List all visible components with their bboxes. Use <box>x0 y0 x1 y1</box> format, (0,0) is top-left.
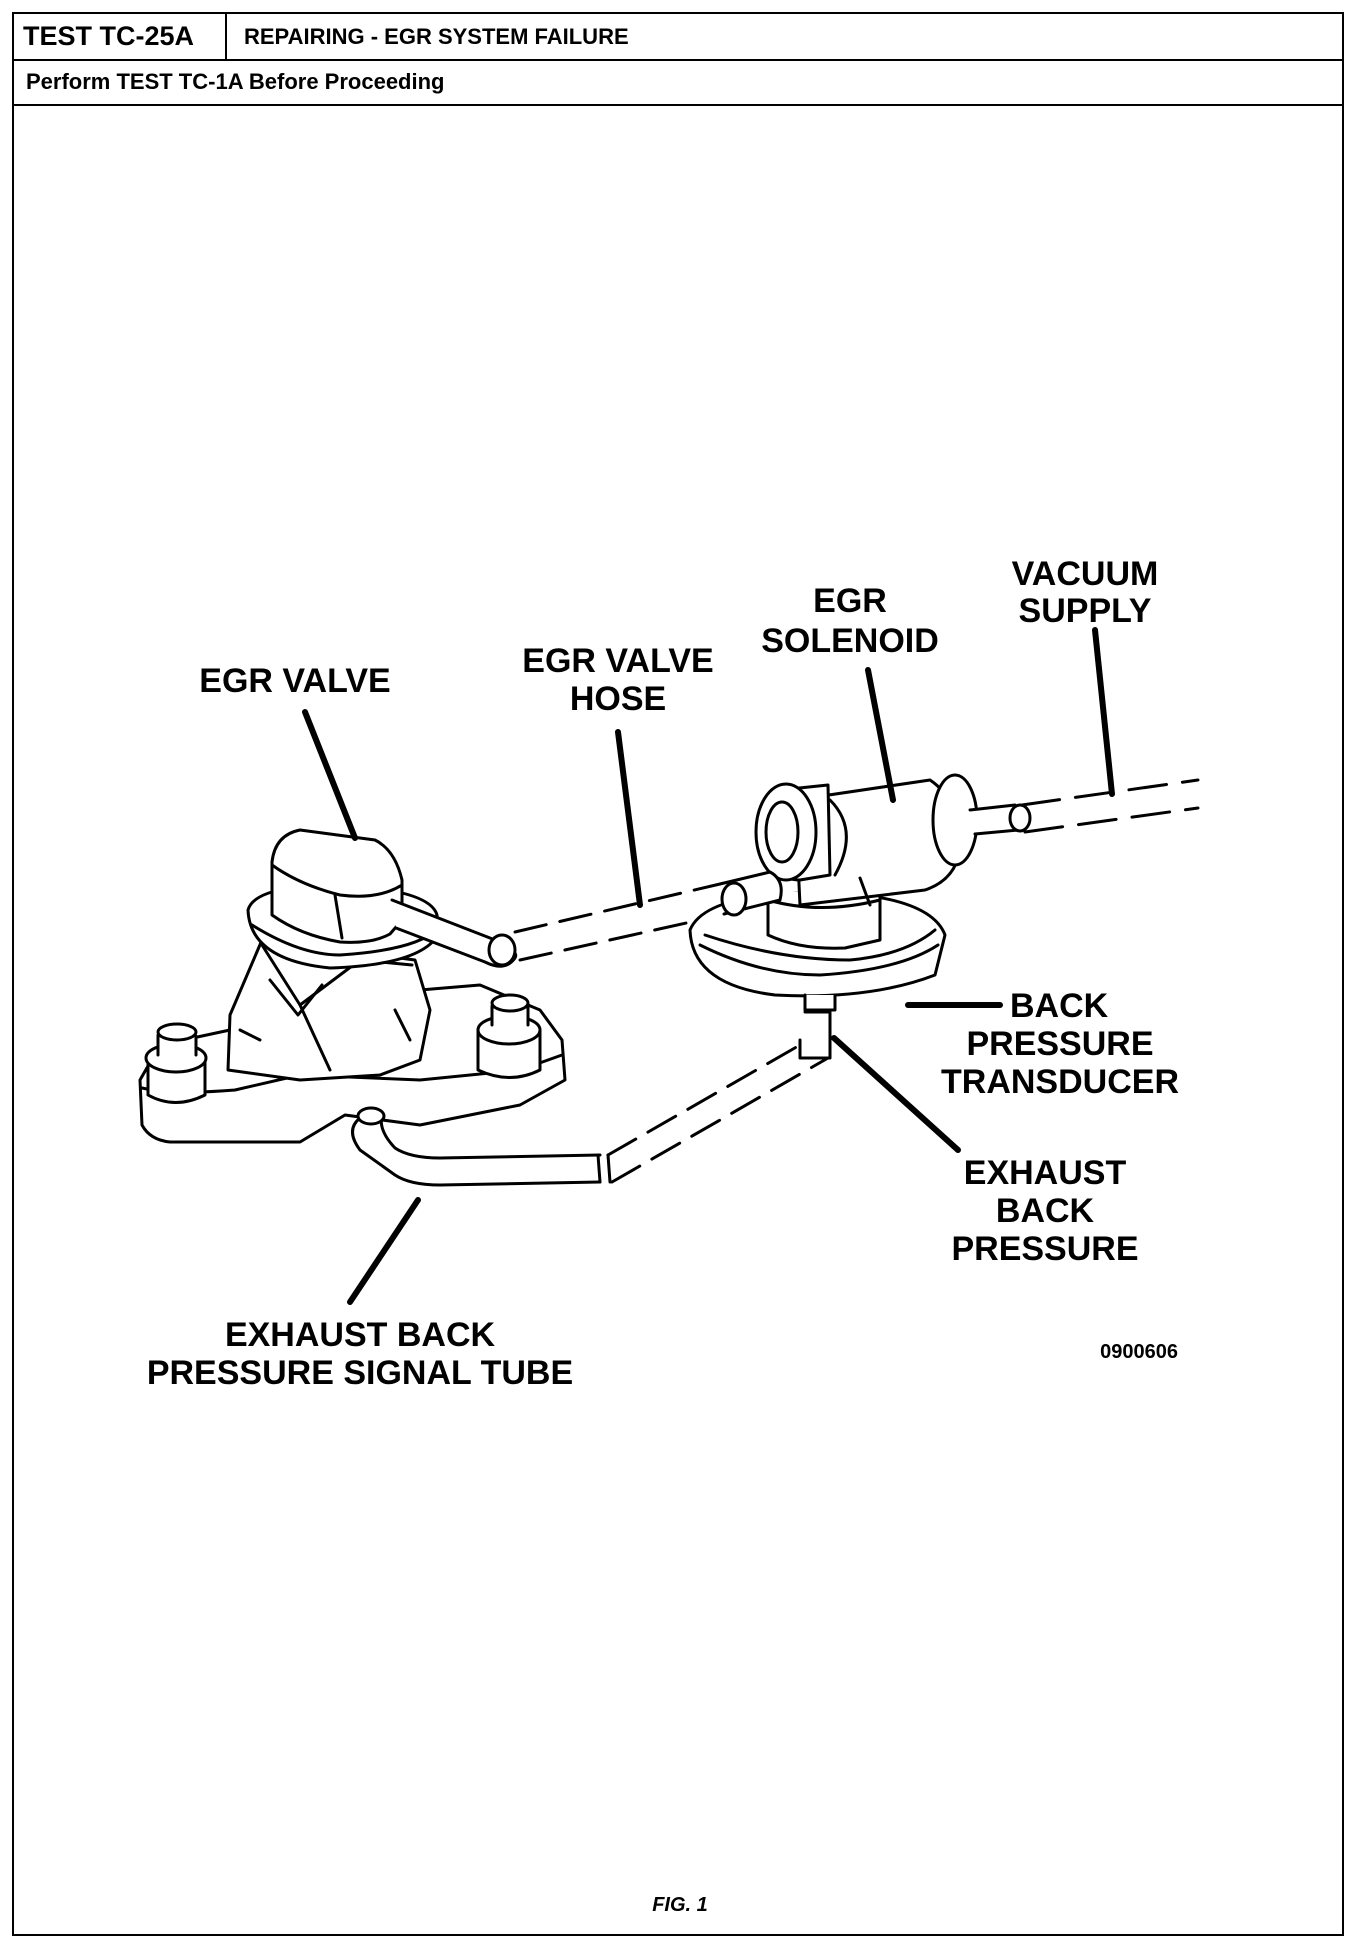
label-signal-tube-1: EXHAUST BACK <box>225 1316 496 1354</box>
test-id: TEST TC-25A <box>14 14 227 59</box>
label-egr-solenoid-2: SOLENOID <box>761 622 939 660</box>
label-vacuum-supply-1: VACUUM <box>1012 555 1159 593</box>
label-egr-solenoid-1: EGR <box>813 582 887 620</box>
figure-code: 0900606 <box>1100 1341 1178 1363</box>
subheader: Perform TEST TC-1A Before Proceeding <box>14 61 1342 106</box>
label-back-pressure-transducer-1: BACK <box>1010 987 1109 1025</box>
diagram-labels: EGR VALVE EGR VALVE HOSE EGR SOLENOID VA… <box>147 555 1179 1916</box>
label-egr-valve-hose-1: EGR VALVE <box>522 642 713 680</box>
figure-caption: FIG. 1 <box>652 1894 708 1916</box>
label-egr-valve: EGR VALVE <box>199 662 390 700</box>
page-frame: TEST TC-25A REPAIRING - EGR SYSTEM FAILU… <box>12 12 1344 1936</box>
test-title: REPAIRING - EGR SYSTEM FAILURE <box>244 24 629 49</box>
header-row: TEST TC-25A REPAIRING - EGR SYSTEM FAILU… <box>14 14 1342 61</box>
label-exhaust-back-pressure-2: BACK <box>996 1192 1095 1230</box>
label-vacuum-supply-2: SUPPLY <box>1019 592 1152 630</box>
egr-valve-hose <box>513 882 724 962</box>
label-egr-valve-hose-2: HOSE <box>570 680 666 718</box>
label-back-pressure-transducer-2: PRESSURE <box>966 1025 1153 1063</box>
signal-tube <box>351 1010 832 1187</box>
label-exhaust-back-pressure-1: EXHAUST <box>964 1154 1127 1192</box>
label-signal-tube-2: PRESSURE SIGNAL TUBE <box>147 1354 573 1392</box>
egr-valve-cap <box>246 828 518 970</box>
label-exhaust-back-pressure-3: PRESSURE <box>951 1230 1138 1268</box>
leader-lines <box>302 627 1115 1305</box>
egr-valve-body <box>226 938 432 1082</box>
label-back-pressure-transducer-3: TRANSDUCER <box>941 1063 1179 1101</box>
egr-solenoid <box>718 773 1032 917</box>
